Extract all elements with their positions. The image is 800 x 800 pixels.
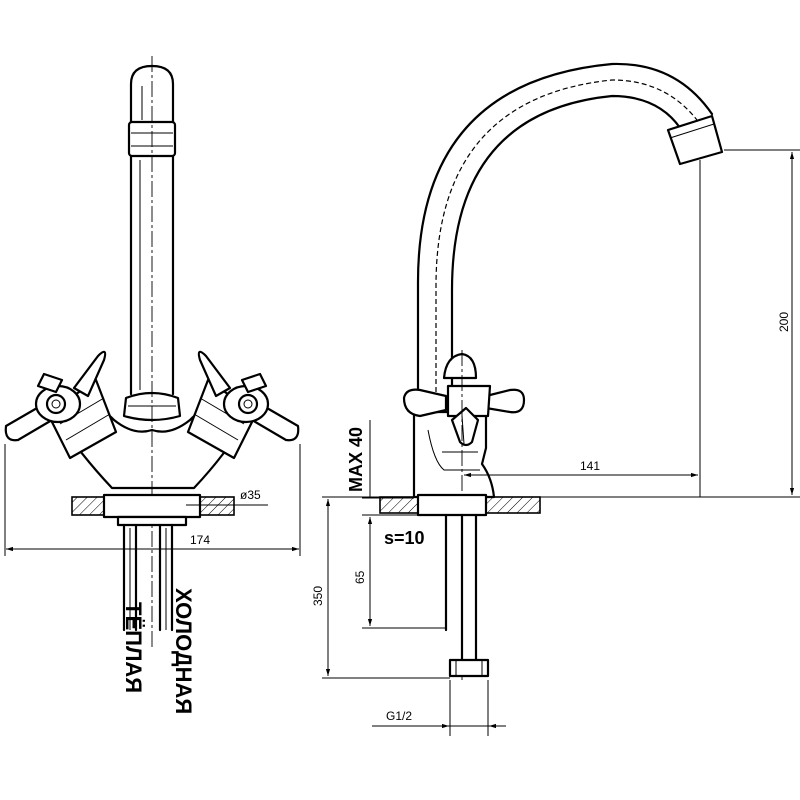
dim-spout-height: 200 (777, 312, 791, 332)
front-right-handle (197, 350, 300, 442)
dim-stud-length: 65 (353, 570, 367, 584)
dim-hose-length: 350 (311, 586, 325, 606)
dim-max-thickness: MAX 40 (346, 427, 366, 492)
side-aerator (666, 114, 724, 166)
side-gooseneck (416, 62, 714, 394)
dim-flange-diameter: ø35 (240, 488, 261, 502)
side-view: 200 141 MAX 40 s=10 65 350 G1/2 (311, 62, 800, 736)
side-handle (402, 352, 526, 447)
label-cold: ХОЛОДНАЯ (171, 588, 196, 714)
dim-sheet-thickness: s=10 (384, 528, 425, 548)
dim-spout-reach: 141 (580, 459, 600, 473)
front-left-handle (4, 350, 107, 442)
dim-thread: G1/2 (386, 709, 412, 723)
dim-total-width: 174 (190, 533, 210, 547)
front-view: ø35 174 ТЁПЛАЯ ХОЛОДНАЯ (4, 56, 301, 714)
front-supply-pipes (122, 523, 174, 632)
label-warm: ТЁПЛАЯ (121, 602, 146, 693)
